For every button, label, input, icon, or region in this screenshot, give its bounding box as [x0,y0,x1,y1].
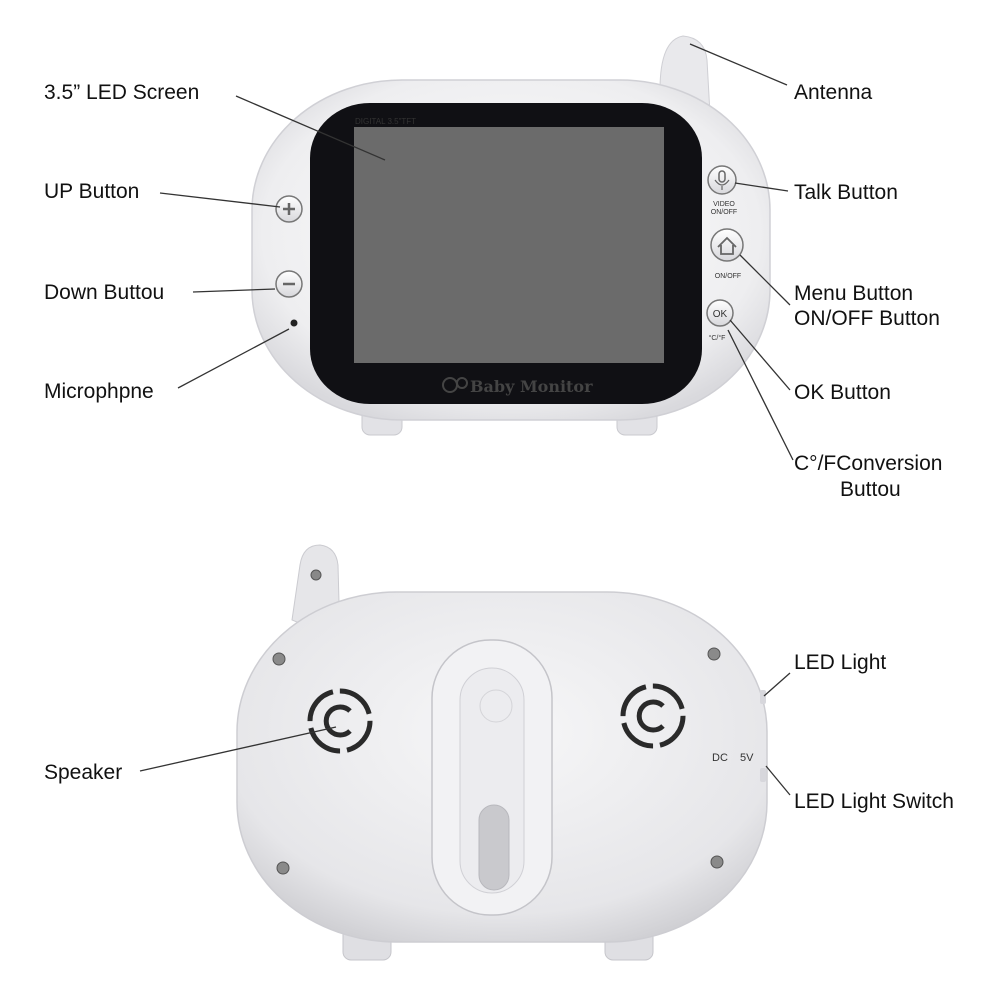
leader-ok-button [729,319,791,391]
label-talk-button: Talk Button [794,181,898,204]
ok-button-text: OK [713,309,728,320]
up-button[interactable] [275,195,303,223]
kickstand-slot [478,804,510,891]
leader-led-light [763,672,791,697]
label-led-light: LED Light [794,651,887,674]
menu-button[interactable] [710,228,744,262]
label-ok-button: OK Button [794,381,891,404]
leader-antenna [689,43,788,86]
microphone-hole [290,319,298,327]
home-icon [717,236,737,255]
leader-conversion [727,329,794,461]
brand-logo: Baby Monitor [442,377,593,396]
label-conversion-line1: C°/FConversion [794,452,943,475]
label-conversion-line2: Buttou [840,478,901,501]
screw [707,647,721,661]
lcd-screen [354,127,664,363]
leader-up-button [159,192,281,208]
label-up-button: UP Button [44,180,140,203]
talk-button[interactable] [707,165,737,195]
label-menu-button: Menu Button [794,282,914,305]
label-down-button: Down Buttou [44,281,165,304]
speaker-icon [636,699,665,733]
leader-lines [139,43,794,796]
screw [272,652,286,666]
leader-microphone [177,328,290,389]
temp-label: °C/°F [709,334,726,342]
label-onoff-button: ON/OFF Button [794,307,940,330]
down-button[interactable] [275,270,303,298]
leader-down-button [192,288,276,293]
screw [710,855,724,869]
speaker-icon [323,704,352,738]
led-light [760,690,766,704]
brand-name: Baby Monitor [470,377,593,396]
onoff-label: ON/OFF [715,273,741,280]
speaker-right [620,683,686,749]
leader-led-screen [235,95,386,161]
screen-caption: DIGITAL 3.5"TFT [355,117,416,126]
plus-icon [283,203,295,215]
back-view: DC 5V [236,544,768,961]
leader-speaker [139,726,337,772]
mic-icon [718,170,726,183]
label-led-screen: 3.5” LED Screen [44,81,200,104]
leader-led-switch [765,765,791,796]
front-view: DIGITAL 3.5"TFT Baby Monitor [251,35,771,436]
ok-button[interactable]: OK [706,299,734,327]
antenna-screw [310,569,322,581]
dc-label: DC [712,752,728,764]
speaker-left [307,688,373,754]
five-v-label: 5V [740,752,754,764]
label-antenna: Antenna [794,81,873,104]
led-light-switch [760,768,766,782]
label-led-light-switch: LED Light Switch [794,790,954,813]
video-label-2: ON/OFF [711,209,737,216]
label-microphone: Microphpne [44,380,154,403]
leader-menu-button [739,254,791,306]
video-label-1: VIDEO [713,201,735,208]
screw [276,861,290,875]
leader-talk-button [734,182,789,192]
label-speaker: Speaker [44,761,123,784]
